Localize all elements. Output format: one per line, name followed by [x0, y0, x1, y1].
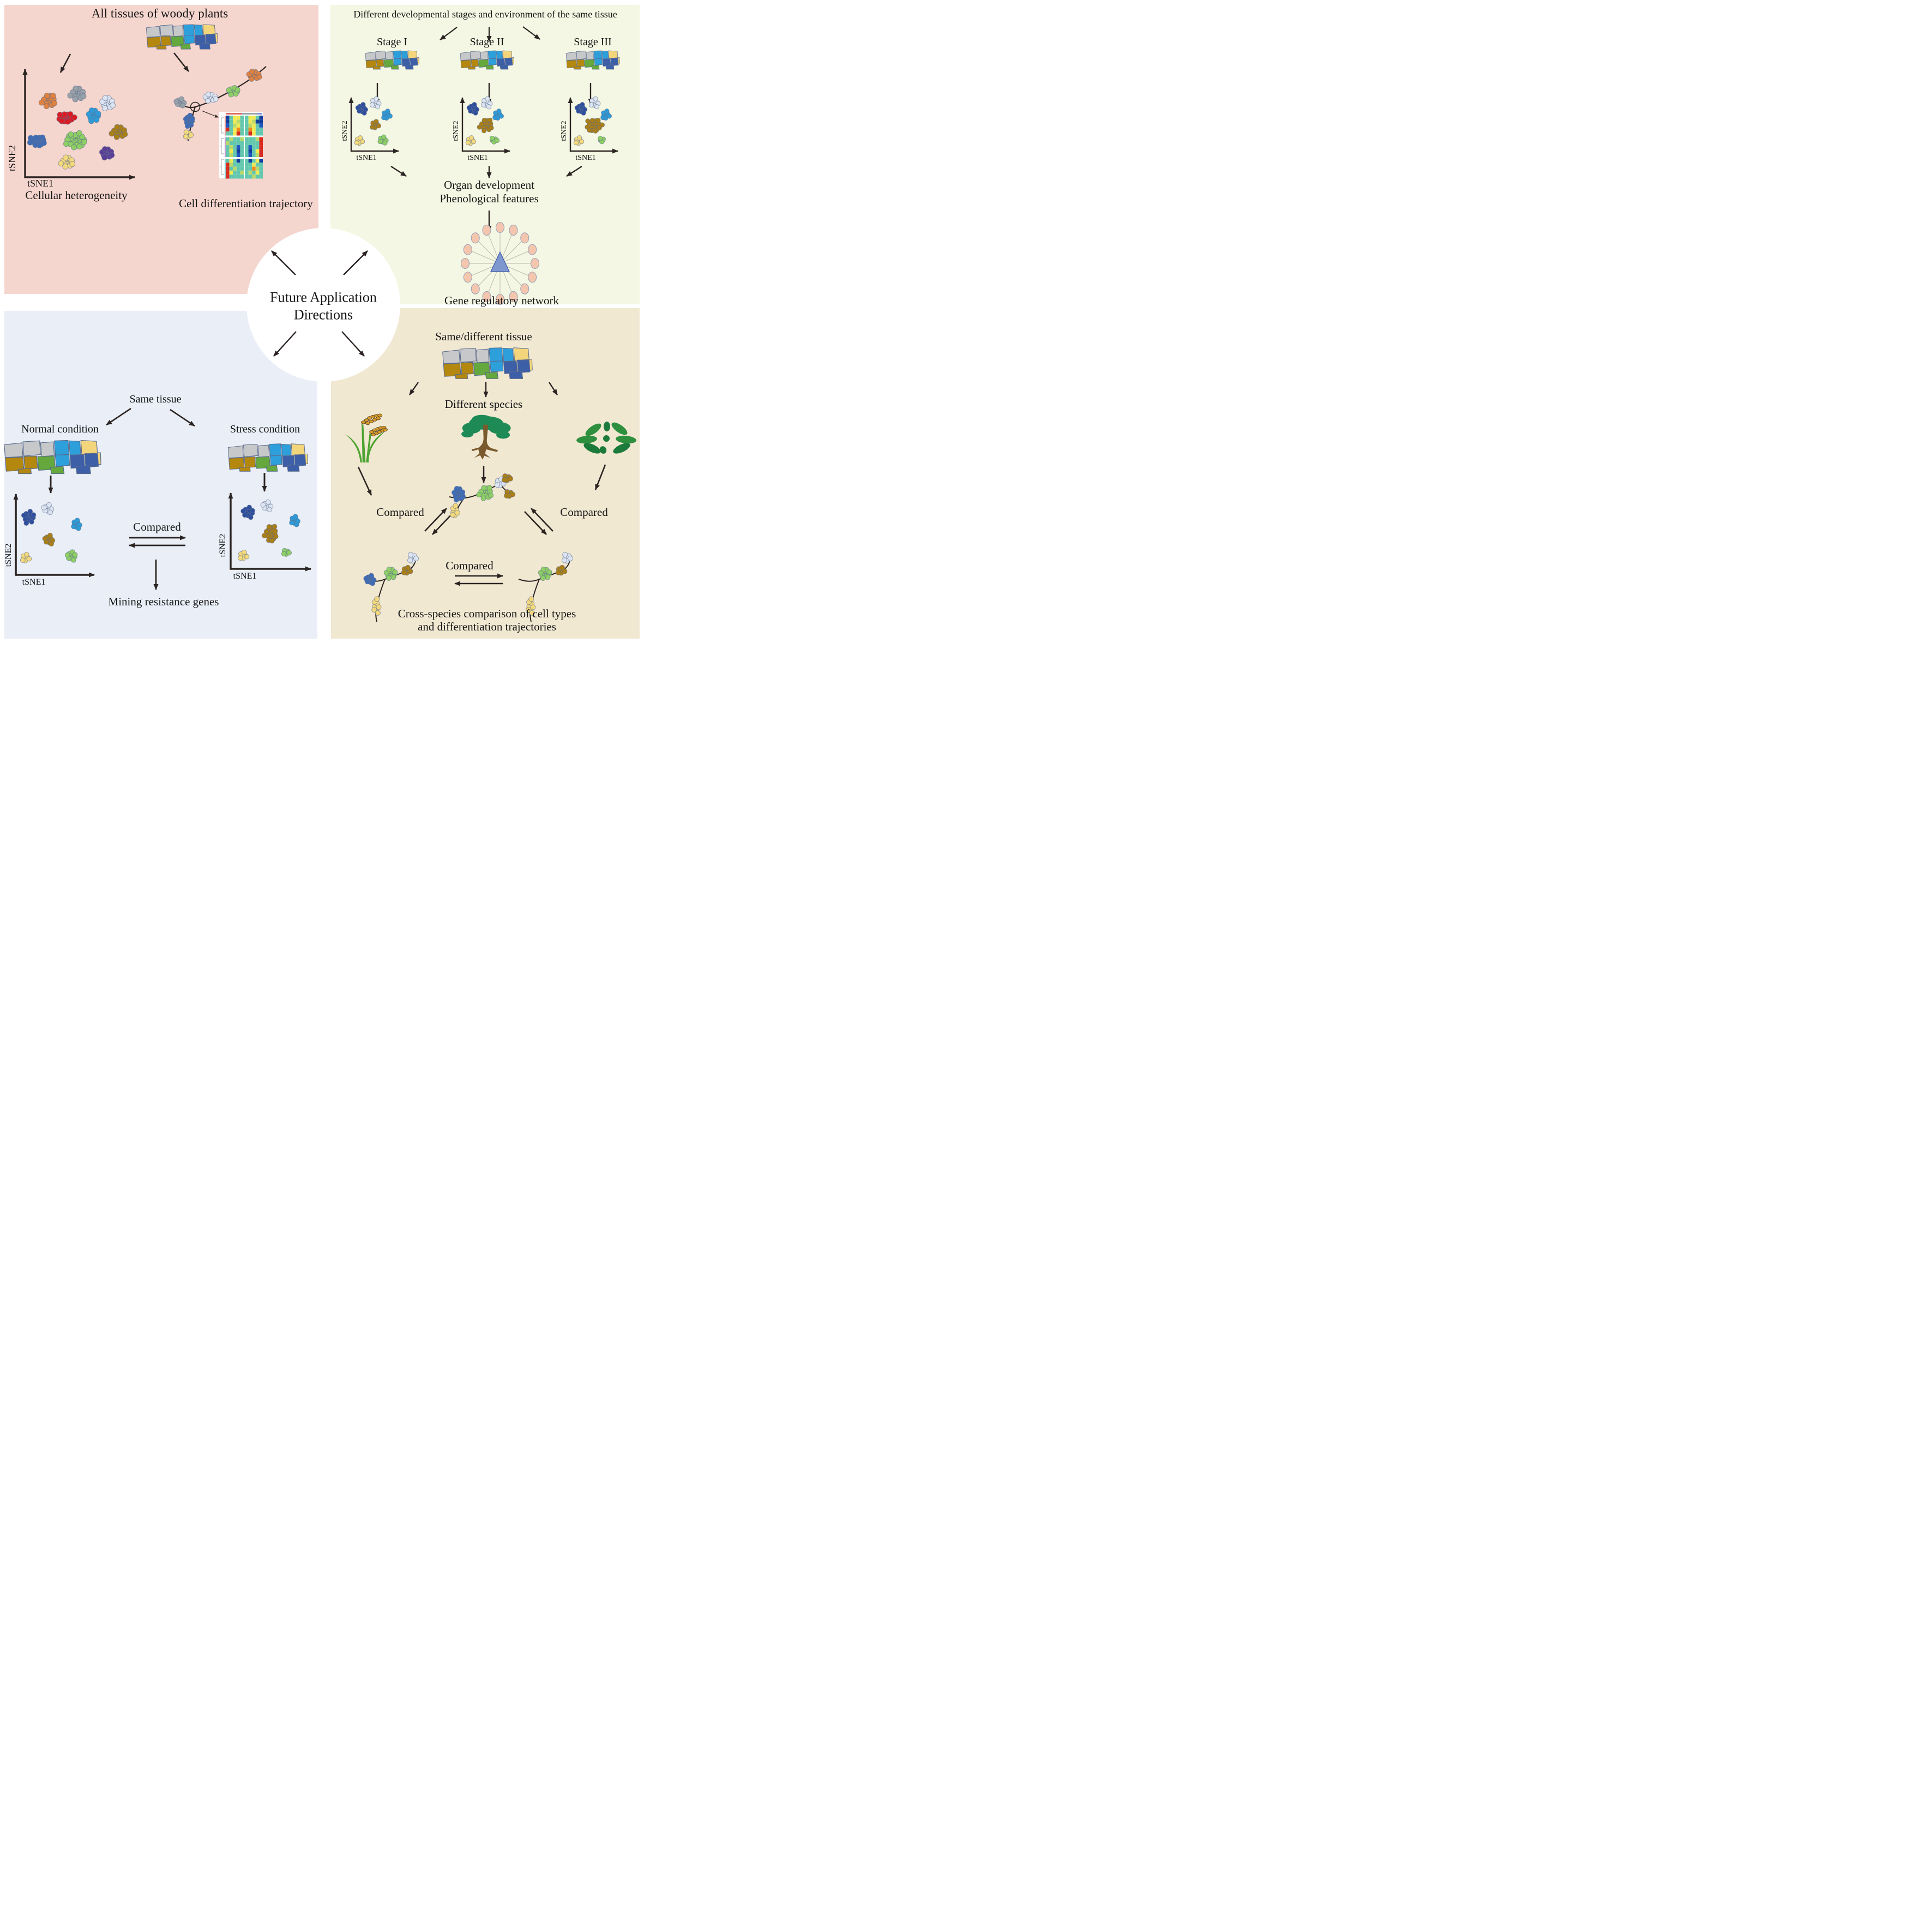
center-label-line2: Directions [293, 307, 353, 323]
tl-x-axis-label: tSNE1 [27, 177, 54, 189]
bl-result: Mining resistance genes [108, 595, 219, 609]
tr-stage2-label: Stage II [470, 35, 504, 48]
br-caption-line1: Cross-species comparison of cell types [398, 607, 576, 621]
br-compared-bottom: Compared [446, 559, 493, 573]
tr-stage1-label: Stage I [376, 35, 408, 48]
tl-y-axis-label: tSNE2 [6, 145, 17, 172]
tr-outcome-line2: Phenological features [440, 192, 539, 206]
figure-canvas: All tissues of woody plants tSNE2 tSNE1 … [0, 0, 644, 643]
bl-compared: Compared [133, 520, 181, 534]
br-compared-left: Compared [376, 506, 424, 519]
br-compared-right: Compared [560, 506, 608, 519]
tr-plot1-x-label: tSNE1 [356, 154, 377, 163]
bl-normal-y-label: tSNE2 [4, 543, 14, 567]
tr-plot3-x-label: tSNE1 [575, 154, 596, 163]
tr-plot3-y-label: tSNE2 [560, 121, 569, 141]
tr-outcome-line1: Organ development [444, 178, 534, 192]
tr-stage3-label: Stage III [574, 35, 612, 48]
bl-normal-x-label: tSNE1 [22, 578, 46, 587]
bl-stress-y-label: tSNE2 [218, 533, 228, 557]
bl-stress-condition: Stress condition [230, 423, 300, 435]
br-species-label: Different species [444, 398, 523, 411]
bl-normal-condition: Normal condition [21, 423, 99, 435]
quadrant-all-tissues [4, 5, 318, 294]
tr-title: Different developmental stages and envir… [353, 8, 617, 20]
tr-plot2-x-label: tSNE1 [467, 154, 488, 163]
bl-stress-x-label: tSNE1 [233, 572, 257, 581]
tl-trajectory-caption: Cell differentiation trajectory [179, 197, 313, 211]
bl-title: Same tissue [129, 393, 182, 405]
tr-plot2-y-label: tSNE2 [452, 121, 461, 141]
tr-plot1-y-label: tSNE2 [341, 121, 350, 141]
br-caption-line2: and differentiation trajectories [418, 620, 556, 634]
tl-title: All tissues of woody plants [91, 7, 228, 21]
br-title: Same/different tissue [435, 330, 532, 344]
tr-network-caption: Gene regulatory network [444, 294, 559, 308]
center-label-line1: Future Application [270, 289, 377, 305]
tl-scatter-caption: Cellular heterogeneity [25, 189, 128, 202]
